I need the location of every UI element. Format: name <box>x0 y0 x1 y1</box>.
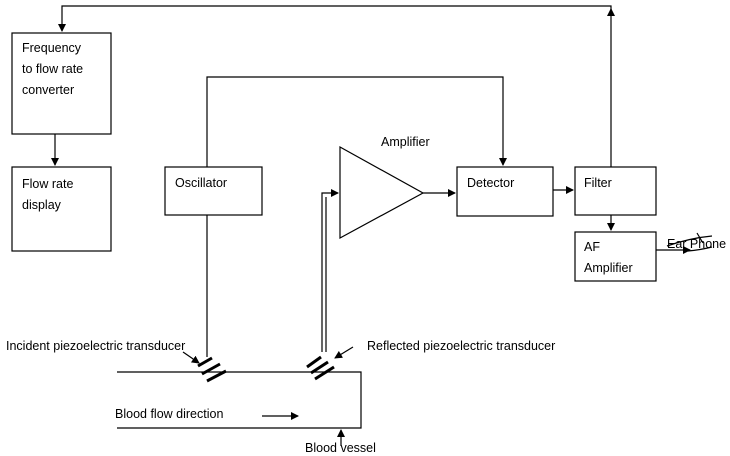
display-label-line1: Flow rate <box>22 177 73 191</box>
detector-block: Detector <box>456 166 554 217</box>
amplifier-block: Amplifier <box>339 135 430 240</box>
earphone-symbol <box>666 235 713 252</box>
earphone-mark <box>696 232 704 244</box>
af-amplifier-label-line2: Amplifier <box>584 261 633 275</box>
display-label-line2: display <box>22 198 62 212</box>
af-amplifier-label-line1: AF <box>584 240 600 254</box>
incident-transducer <box>197 356 227 383</box>
oscillator-block: Oscillator <box>164 166 263 216</box>
ear-phone-label: Ear Phone <box>667 237 726 251</box>
filter-to-converter-feedback-line <box>58 5 612 167</box>
reflected-transducer-label: Reflected piezoelectric transducer <box>367 339 555 353</box>
blood-vessel-label: Blood vessel <box>305 441 376 455</box>
blood-vessel-wall <box>117 371 362 429</box>
oscillator-label: Oscillator <box>175 176 227 190</box>
detector-label: Detector <box>467 176 514 190</box>
amplifier-label: Amplifier <box>381 135 430 149</box>
oscillator-to-detector-line <box>206 76 507 167</box>
converter-label-line1: Frequency <box>22 41 82 55</box>
filter-label: Filter <box>584 176 612 190</box>
converter-label-line3: converter <box>22 83 74 97</box>
converter-label-line2: to flow rate <box>22 62 83 76</box>
filter-block: Filter <box>574 166 657 216</box>
incident-transducer-pointer <box>182 351 200 364</box>
converter-block: Frequency to flow rate converter <box>11 32 112 135</box>
reflected-transducer <box>306 355 335 381</box>
flow-rate-display-block: Flow rate display <box>11 166 112 252</box>
incident-transducer-label: Incident piezoelectric transducer <box>6 339 185 353</box>
af-amplifier-block: AF Amplifier <box>574 231 657 282</box>
reflected-transducer-to-amplifier-line <box>321 189 339 352</box>
reflected-transducer-pointer <box>334 346 354 359</box>
blood-flow-direction-label: Blood flow direction <box>115 407 223 421</box>
